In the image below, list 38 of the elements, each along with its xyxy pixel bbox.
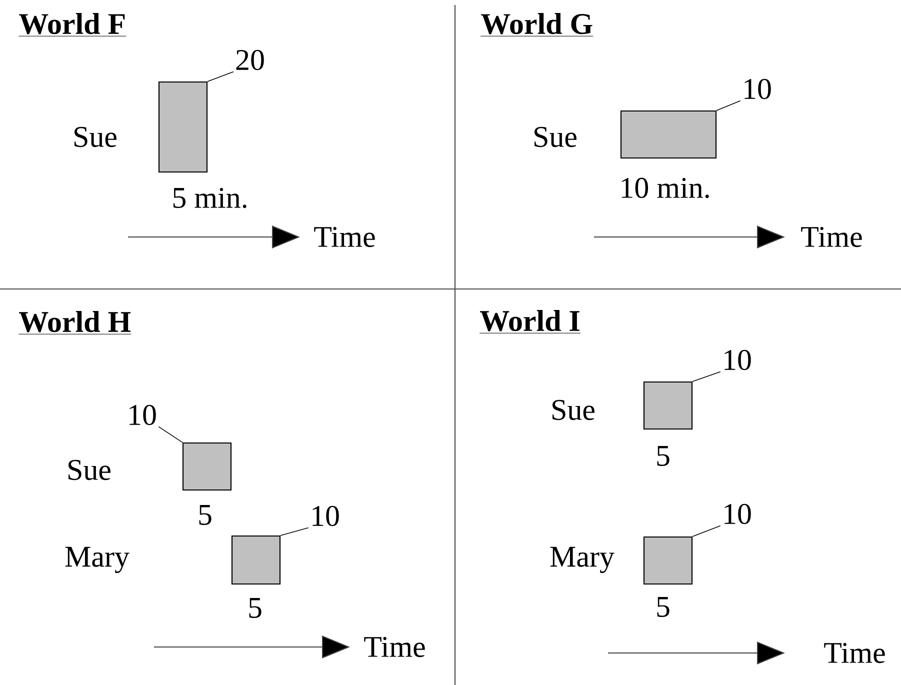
duration-label: 5 bbox=[657, 597, 670, 617]
value-label: 20 bbox=[236, 50, 264, 70]
duration-box bbox=[182, 442, 232, 491]
value-label: 10 bbox=[312, 506, 339, 526]
leader-line bbox=[158, 426, 183, 443]
duration-box bbox=[158, 81, 208, 173]
leader-line bbox=[716, 100, 741, 111]
axis-label: Time bbox=[824, 642, 885, 664]
value-label: 10 bbox=[744, 78, 771, 100]
leader-line bbox=[692, 525, 721, 537]
leader-line bbox=[280, 527, 309, 536]
axis-label: Time bbox=[801, 226, 862, 248]
duration-label: 5 bbox=[199, 505, 212, 525]
value-label: 10 bbox=[724, 504, 751, 524]
person-label: Sue bbox=[74, 126, 116, 148]
person-label: Sue bbox=[68, 460, 110, 480]
axis-label: Time bbox=[364, 636, 425, 658]
duration-label: 10 min. bbox=[622, 178, 709, 198]
person-label: Mary bbox=[550, 546, 614, 574]
person-label: Mary bbox=[65, 546, 130, 574]
value-label: 10 bbox=[724, 350, 751, 370]
leader-line bbox=[692, 371, 721, 382]
panel-title: World G bbox=[480, 13, 594, 36]
leader-line bbox=[207, 71, 234, 82]
panel-title: World F bbox=[18, 13, 126, 36]
panel-title: World H bbox=[18, 311, 132, 334]
person-label: Sue bbox=[552, 400, 594, 420]
duration-label: 5 min. bbox=[173, 188, 246, 208]
person-label: Sue bbox=[534, 126, 576, 148]
duration-label: 5 bbox=[657, 446, 670, 466]
panel-title: World I bbox=[479, 310, 581, 334]
duration-label: 5 bbox=[249, 598, 262, 618]
duration-box bbox=[643, 536, 693, 585]
axis-label: Time bbox=[314, 226, 375, 248]
duration-box bbox=[620, 110, 717, 159]
duration-box bbox=[643, 381, 693, 430]
duration-box bbox=[231, 535, 281, 585]
value-label: 10 bbox=[130, 404, 156, 426]
